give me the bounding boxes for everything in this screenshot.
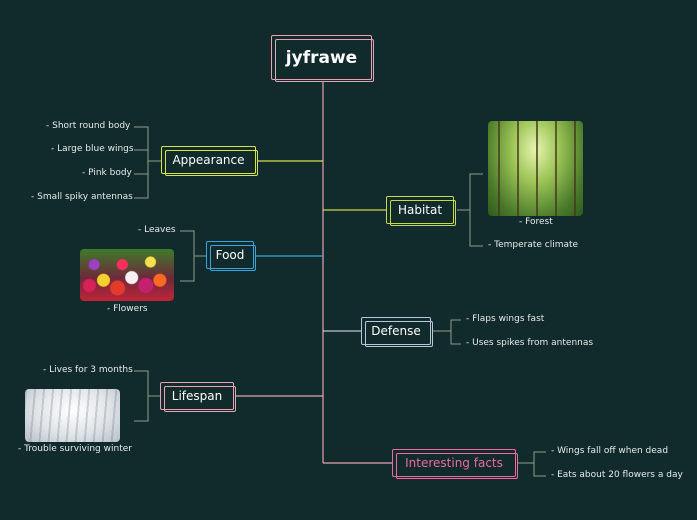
food-node[interactable]: Food xyxy=(206,241,256,271)
habitat-item: - Temperate climate xyxy=(488,240,579,250)
lifespan-leaf-bracket xyxy=(134,370,160,422)
lifespan-label: Lifespan xyxy=(171,389,223,403)
habitat-item: - Forest xyxy=(519,217,553,227)
habitat-leaf-bracket xyxy=(457,173,483,247)
root-node[interactable]: jyfrawe xyxy=(271,35,374,82)
lifespan-node[interactable]: Lifespan xyxy=(160,382,236,412)
facts-leaf-bracket xyxy=(518,451,546,477)
facts-node[interactable]: Interesting facts xyxy=(392,449,518,479)
lifespan-item: - Trouble surviving winter xyxy=(18,444,132,454)
defense-label: Defense xyxy=(371,324,421,338)
appearance-item: - Short round body xyxy=(46,121,131,131)
habitat-node[interactable]: Habitat xyxy=(386,196,456,226)
defense-node[interactable]: Defense xyxy=(361,317,433,347)
defense-item: - Uses spikes from antennas xyxy=(466,338,594,348)
food-leaf-bracket xyxy=(180,230,206,282)
food-item: - Leaves xyxy=(138,225,176,235)
appearance-label: Appearance xyxy=(172,153,245,167)
flowers-image xyxy=(80,249,174,301)
appearance-node[interactable]: Appearance xyxy=(161,146,258,176)
defense-leaf-bracket xyxy=(433,319,461,345)
facts-label: Interesting facts xyxy=(405,456,503,470)
appearance-item: - Pink body xyxy=(82,168,132,178)
appearance-item: - Large blue wings xyxy=(51,144,134,154)
appearance-leaf-bracket xyxy=(134,126,161,199)
appearance-item: - Small spiky antennas xyxy=(31,192,133,202)
root-label: jyfrawe xyxy=(285,47,358,68)
winter-image xyxy=(25,389,120,442)
food-item: - Flowers xyxy=(107,304,148,314)
food-label: Food xyxy=(215,248,245,262)
facts-item: - Eats about 20 flowers a day xyxy=(551,470,683,480)
facts-item: - Wings fall off when dead xyxy=(551,446,669,456)
forest-image xyxy=(488,121,583,216)
defense-item: - Flaps wings fast xyxy=(466,314,545,324)
habitat-label: Habitat xyxy=(397,203,443,217)
lifespan-item: - Lives for 3 months xyxy=(43,365,133,375)
